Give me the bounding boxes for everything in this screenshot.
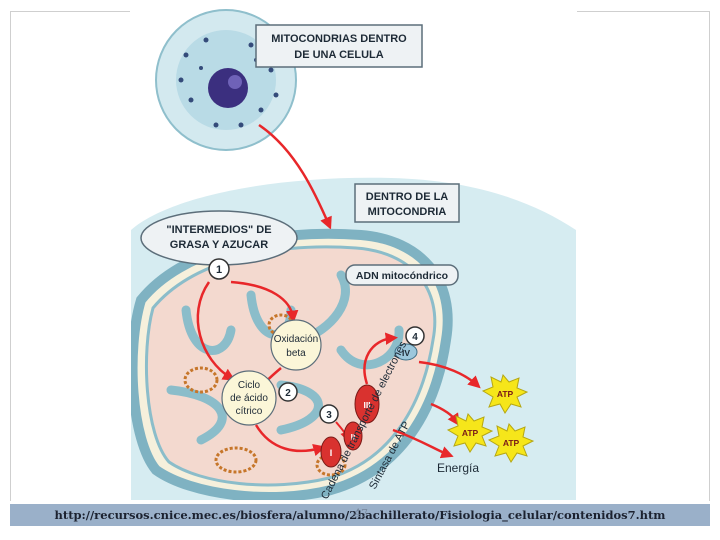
arrow-to-atp-1	[418, 360, 481, 389]
svg-text:MITOCONDRIAS DENTRO: MITOCONDRIAS DENTRO	[271, 33, 407, 45]
source-url-bar: http://recursos.cnice.mec.es/biosfera/al…	[10, 504, 710, 526]
label-inside-mito: DENTRO DE LA MITOCONDRIA	[354, 183, 460, 223]
svg-text:"INTERMEDIOS" DE: "INTERMEDIOS" DE	[166, 224, 271, 236]
page-number: 47	[354, 507, 368, 520]
svg-text:III: III	[363, 400, 370, 410]
arrow-to-atp-2	[430, 402, 460, 427]
step-2-marker: 2	[278, 382, 298, 402]
step-3-marker: 3	[319, 404, 339, 424]
label-ciclo: Ciclo de ácido cítrico	[221, 370, 277, 426]
svg-text:DE UNA CELULA: DE UNA CELULA	[294, 49, 383, 61]
svg-text:DENTRO DE LA: DENTRO DE LA	[366, 191, 449, 203]
svg-text:IV: IV	[402, 348, 410, 358]
svg-text:cítrico: cítrico	[236, 406, 263, 417]
label-oxidacion: Oxidación beta	[270, 319, 322, 371]
svg-text:de ácido: de ácido	[230, 393, 268, 404]
arrow-to-energia	[392, 428, 454, 459]
svg-text:II: II	[351, 432, 356, 442]
svg-text:ATP: ATP	[497, 389, 514, 399]
arrow-to-oxidacion	[230, 280, 299, 323]
zoom-arrow	[258, 123, 332, 230]
svg-text:MITOCONDRIA: MITOCONDRIA	[368, 206, 447, 218]
svg-text:ADN mitocóndrico: ADN mitocóndrico	[356, 270, 448, 282]
arrow-chain-up	[363, 332, 398, 385]
top-rule-left	[10, 11, 130, 12]
label-adn: ADN mitocóndrico	[345, 264, 459, 286]
label-energia: Energía	[437, 461, 479, 475]
source-url[interactable]: http://recursos.cnice.mec.es/biosfera/al…	[54, 508, 666, 522]
step-4-marker: 4	[405, 326, 425, 346]
atp-star-1: ATP	[481, 373, 529, 414]
atp-star-2: ATP	[446, 412, 494, 453]
svg-text:Oxidación: Oxidación	[274, 334, 318, 345]
svg-text:I: I	[330, 448, 333, 458]
svg-text:4: 4	[412, 332, 418, 343]
svg-text:ATP: ATP	[503, 438, 520, 448]
svg-text:beta: beta	[286, 348, 306, 359]
svg-text:ATP: ATP	[462, 428, 479, 438]
svg-text:2: 2	[285, 388, 291, 399]
top-rule-right	[577, 11, 710, 12]
label-mito-cell: MITOCONDRIAS DENTRO DE UNA CELULA	[255, 24, 423, 68]
mitochondria-diagram: MITOCONDRIAS DENTRO DE UNA CELULA DENTRO…	[131, 0, 576, 500]
arrow-to-ciclo	[196, 281, 236, 381]
svg-text:1: 1	[216, 264, 222, 276]
svg-text:Ciclo: Ciclo	[238, 380, 261, 391]
svg-text:3: 3	[326, 410, 332, 421]
atp-star-3: ATP	[487, 422, 535, 463]
left-rule	[10, 11, 11, 501]
step-1-marker: 1	[208, 258, 230, 280]
right-rule	[709, 11, 710, 501]
electron-transport-chain: I II III IV	[320, 343, 418, 468]
label-intermedios: "INTERMEDIOS" DE GRASA Y AZUCAR	[140, 210, 298, 266]
arrow-ciclo-to-chain	[254, 424, 326, 457]
svg-text:GRASA Y AZUCAR: GRASA Y AZUCAR	[170, 239, 268, 251]
